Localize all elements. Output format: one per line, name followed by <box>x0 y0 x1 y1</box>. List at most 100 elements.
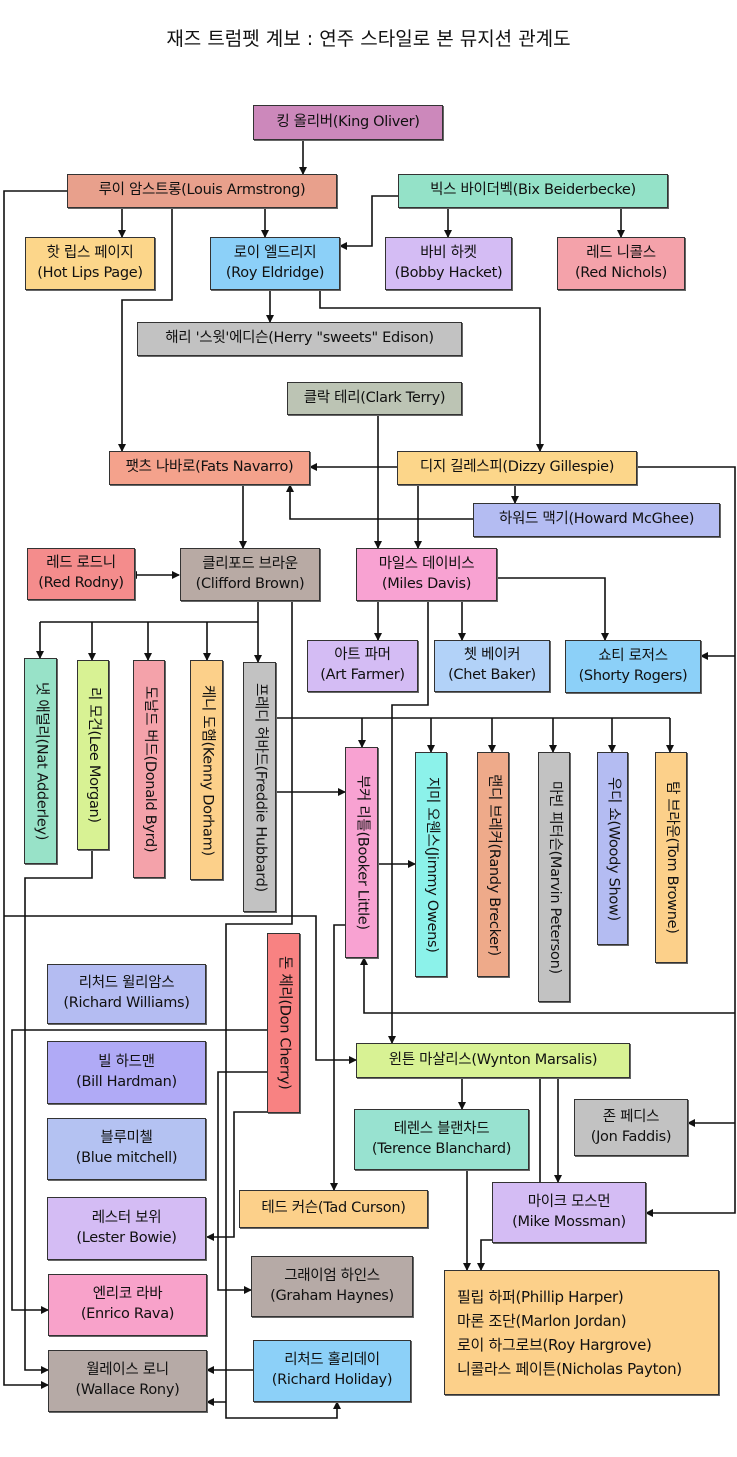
node-label: (Terence Blanchard) <box>371 1140 512 1157</box>
node-blue-mitchell: 블루미첼(Blue mitchell) <box>47 1118 206 1180</box>
node-label: 랜디 브레커(Randy Brecker) <box>485 773 502 956</box>
connector-arrow <box>286 484 473 520</box>
node-label: 킹 올리버(King Oliver) <box>276 113 420 130</box>
node-label: 월레이스 로니 <box>86 1362 169 1379</box>
node-label: 마이크 모스먼 <box>527 1193 611 1210</box>
node-label: (Graham Haynes) <box>270 1287 394 1304</box>
node-bill-hardman: 빌 하드맨 (Bill Hardman) <box>47 1041 206 1104</box>
node-label: (Roy Eldridge) <box>225 264 325 281</box>
node-hot-lips-page: 핫 립스 페이지 (Hot Lips Page) <box>25 237 155 290</box>
node-don-cherry: 돈 체리(Don Cherry) <box>267 933 300 1113</box>
node-label: 리처드 홀리데이 <box>284 1352 380 1369</box>
node-label: (Bill Hardman) <box>76 1073 177 1090</box>
connector-arrow <box>217 1071 267 1294</box>
node-label: 리 모건(Lee Morgan) <box>85 687 102 823</box>
node-label: 마빈 피터슨(Marvin Peterson) <box>546 780 563 974</box>
node-label: 존 페디스 <box>602 1108 660 1125</box>
node-kenny-dorham: 케니 도햄(Kenny Dorham) <box>190 660 223 880</box>
connector-arrow <box>319 290 544 452</box>
node-label: 윈튼 마살리스(Wynton Marsalis) <box>388 1051 598 1068</box>
connector-arrow <box>206 1111 267 1241</box>
connector-arrow <box>360 957 735 1014</box>
node-label: 테렌스 블랜차드 <box>393 1120 490 1137</box>
node-terence-blanchard: 테렌스 블랜차드 (Terence Blanchard) <box>354 1109 529 1170</box>
node-label: 쳇 베이커 <box>463 647 521 664</box>
node-label: 아트 파머 <box>334 647 391 664</box>
node-sweets-edison: 해리 '스윗'에디슨(Herry "sweets" Edison) <box>137 322 462 356</box>
node-label: (Wallace Rony) <box>75 1382 180 1398</box>
node-label: 엔리코 라바 <box>92 1286 163 1303</box>
node-label: (Hot Lips Page) <box>37 264 143 281</box>
node-art-farmer: 아트 파머(Art Farmer) <box>307 640 418 692</box>
node-label: 팻츠 나바로(Fats Navarro) <box>125 459 294 476</box>
node-label: (Red Rodny) <box>38 575 124 591</box>
node-label: 빌 하드맨 <box>98 1053 155 1070</box>
node-louis-armstrong: 루이 암스트롱(Louis Armstrong) <box>67 174 337 208</box>
node-label: 하워드 맥기(Howard McGhee) <box>498 511 695 528</box>
node-label: (Richard Williams) <box>63 995 190 1011</box>
node-label: 레드 니콜스 <box>586 244 656 261</box>
node-roy-eldridge: 로이 엘드리지(Roy Eldridge) <box>210 237 340 290</box>
node-richard-holiday: 리처드 홀리데이 (Richard Holiday) <box>253 1340 411 1402</box>
connector-arrow <box>3 190 67 1389</box>
node-label: 핫 립스 페이지 <box>46 244 134 261</box>
node-label: 로이 하그로브(Roy Hargrove) <box>457 1335 652 1354</box>
node-label: 탐 브라운(Tom Browne) <box>663 781 680 934</box>
node-label: (Clifford Brown) <box>195 575 305 592</box>
node-marvin-peterson: 마빈 피터슨(Marvin Peterson) <box>538 752 570 1002</box>
node-label: 니콜라스 페이튼(Nicholas Payton) <box>457 1359 682 1378</box>
node-label: 레스터 보위 <box>91 1209 162 1226</box>
diagram-title: 재즈 트럼펫 계보 : 연주 스타일로 본 뮤지션 관계도 <box>166 28 571 50</box>
node-label: 도날드 버드(Donald Byrd) <box>141 685 158 853</box>
node-label: (Blue mitchell) <box>75 1150 178 1166</box>
node-label: 레드 로드니 <box>46 555 116 572</box>
node-donald-byrd: 도날드 버드(Donald Byrd) <box>133 660 165 878</box>
node-label: (Richard Holiday) <box>271 1372 393 1388</box>
node-label: (Enrico Rava) <box>80 1306 175 1322</box>
node-label: 쇼티 로저스 <box>598 647 668 664</box>
node-label: 마일스 데이비스 <box>378 555 475 572</box>
connector-arrow <box>330 924 345 1191</box>
node-tad-curson: 테드 커슨(Tad Curson) <box>239 1190 428 1228</box>
node-woody-show: 우디 쇼(Woody Show) <box>597 752 628 945</box>
node-miles-davis: 마일스 데이비스(Miles Davis) <box>356 548 497 601</box>
node-shorty-rogers: 쇼티 로저스 (Shorty Rogers) <box>565 640 701 693</box>
node-lester-bowie: 레스터 보위(Lester Bowie) <box>47 1197 206 1260</box>
node-chet-baker: 쳇 베이커 (Chet Baker) <box>434 640 550 692</box>
node-clark-terry: 클락 테리(Clark Terry) <box>287 382 462 415</box>
connector-arrow <box>24 850 93 1374</box>
node-label: 돈 체리(Don Cherry) <box>276 956 293 1090</box>
node-label: 냇 애덜리(Nat Adderley) <box>33 681 50 841</box>
node-label: (Chet Baker) <box>448 667 536 683</box>
connector-arrow <box>11 1029 267 1314</box>
node-label: 해리 '스윗'에디슨(Herry "sweets" Edison) <box>165 330 434 347</box>
node-tom-browne: 탐 브라운(Tom Browne) <box>655 752 687 963</box>
node-wynton-marsalis: 윈튼 마살리스(Wynton Marsalis) <box>356 1043 630 1078</box>
node-mike-mossman: 마이크 모스먼 (Mike Mossman) <box>492 1182 646 1243</box>
node-jimmy-owens: 지미 오웬스(Jimmy Owens) <box>415 752 447 977</box>
node-label: (Mike Mossman) <box>512 1213 626 1230</box>
node-label: 필립 하퍼(Phillip Harper) <box>457 1287 624 1306</box>
node-label: 클리포드 브라운 <box>202 555 298 572</box>
node-label: 그래이엄 하인스 <box>284 1267 380 1284</box>
node-graham-haynes: 그래이엄 하인스 (Graham Haynes) <box>251 1256 413 1317</box>
node-red-nichols: 레드 니콜스(Red Nichols) <box>557 237 685 290</box>
node-clifford-brown: 클리포드 브라운 (Clifford Brown) <box>180 548 320 601</box>
node-lee-morgan: 리 모건(Lee Morgan) <box>77 660 109 850</box>
connector-arrow <box>339 195 398 250</box>
connector-arrow <box>637 466 736 1217</box>
node-label: 빅스 바이더벡(Bix Beiderbecke) <box>430 182 636 199</box>
node-enrico-rava: 엔리코 라바 (Enrico Rava) <box>48 1274 207 1336</box>
node-king-oliver: 킹 올리버(King Oliver) <box>253 105 443 140</box>
node-label: 우디 쇼(Woody Show) <box>605 776 622 921</box>
node-label: (Jon Faddis) <box>590 1128 672 1145</box>
node-nat-adderley: 냇 애덜리(Nat Adderley) <box>24 658 57 864</box>
node-label: (Bobby Hacket) <box>394 264 503 281</box>
node-fats-navarro: 팻츠 나바로(Fats Navarro) <box>109 451 310 485</box>
node-label: (Shorty Rogers) <box>578 667 688 684</box>
node-label: 테드 커슨(Tad Curson) <box>261 1200 406 1217</box>
node-label: 마론 조단(Marlon Jordan) <box>457 1311 627 1330</box>
node-jon-faddis: 존 페디스 (Jon Faddis) <box>574 1099 688 1156</box>
node-red-rodny: 레드 로드니 (Red Rodny) <box>27 548 135 600</box>
